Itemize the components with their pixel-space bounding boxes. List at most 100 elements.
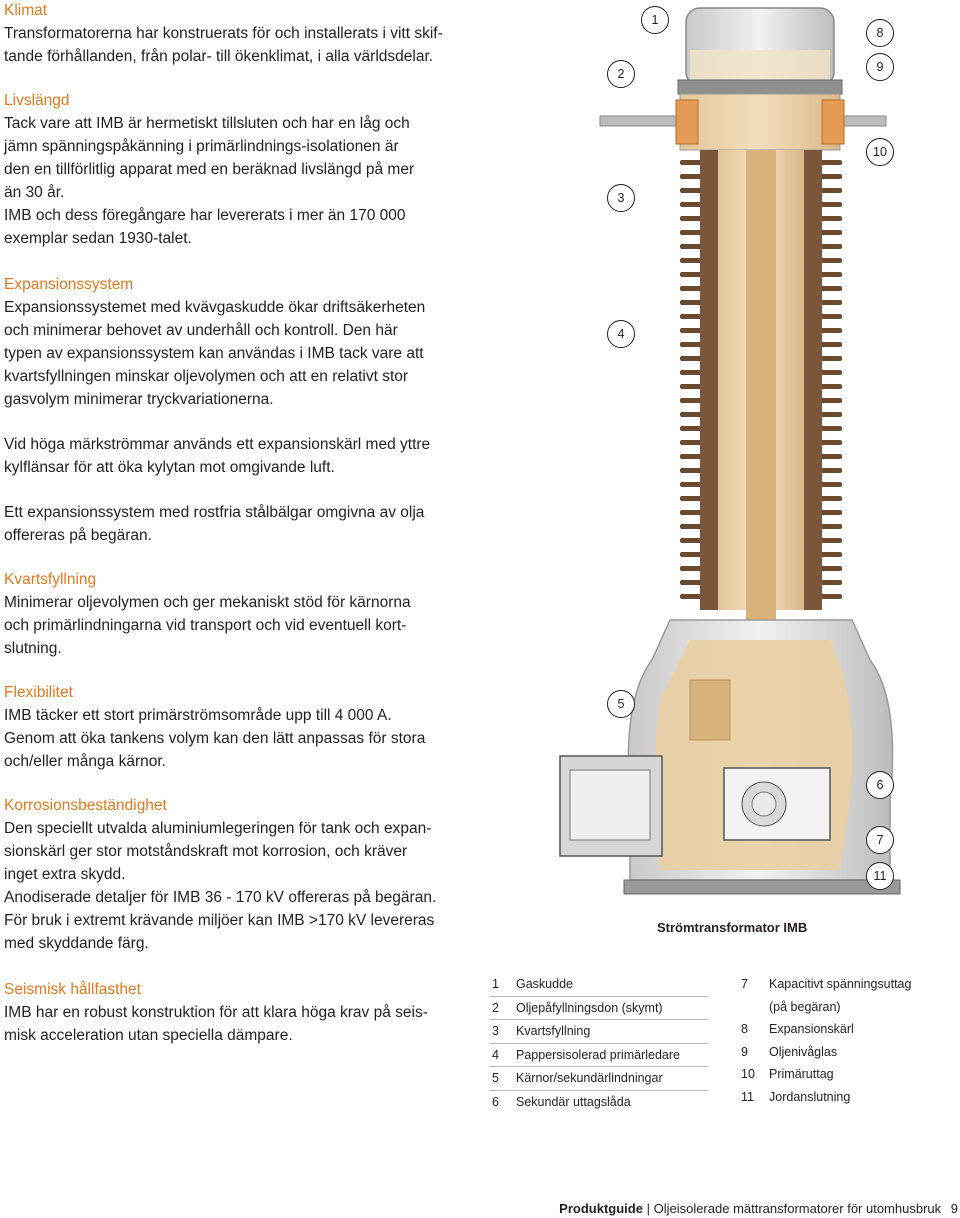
callout-9: 9 [866,53,894,81]
legend-num: 8 [741,1022,748,1037]
callout-3: 3 [607,184,635,212]
section-title: Klimat [4,2,48,19]
section-expansion-cooling: Vid höga märkströmmar används ett expans… [4,433,478,479]
callout-8: 8 [866,19,894,47]
legend-row: 3 Kvartsfyllning [490,1020,708,1044]
legend-label: (på begäran) [769,999,841,1014]
text-column: Klimat Transformatorerna har konstruerat… [4,0,478,1047]
paragraph-line: IMB har en robust konstruktion för att k… [4,1004,428,1021]
legend-row: 5 Kärnor/sekundärlindningar [490,1067,708,1091]
paragraph-line: den en tillförlitlig apparat med en berä… [4,161,415,178]
footer-product-guide: Produktguide [559,1201,643,1216]
section-title: Livslängd [4,92,70,109]
paragraph-line: och minimerar behovet av underhåll och k… [4,322,398,339]
section-expansionssystem: Expansionssystem Expansionssystemet med … [4,274,478,411]
legend-label: Oljenivåglas [769,1044,838,1059]
callout-6: 6 [866,771,894,799]
legend-row: 6 Sekundär uttagslåda [490,1091,708,1114]
legend-row: 7 Kapacitivt spänningsuttag [741,973,959,996]
paragraph-line: gasvolym minimerar tryckvariationerna. [4,391,274,408]
callout-2: 2 [607,60,635,88]
paragraph-line: Minimerar oljevolymen och ger mekaniskt … [4,594,411,611]
paragraph-line: För bruk i extremt krävande miljöer kan … [4,912,435,929]
current-transformer-cutaway: 1 2 3 4 5 6 7 8 9 10 11 [540,0,960,960]
legend-label: Sekundär uttagslåda [516,1094,631,1109]
legend-label: Kärnor/sekundärlindningar [516,1071,663,1086]
page-number: 9 [950,1201,958,1216]
paragraph-line: Anodiserade detaljer för IMB 36 - 170 kV… [4,889,437,906]
section-klimat: Klimat Transformatorerna har konstruerat… [4,0,478,68]
legend-row: 1 Gaskudde [490,973,708,997]
paragraph-line: inget extra skydd. [4,866,126,883]
section-title: Korrosionsbeständighet [4,797,167,814]
paragraph-line: Genom att öka tankens volym kan den lätt… [4,730,426,747]
section-title: Flexibilitet [4,684,73,701]
paragraph-line: än 30 år. [4,184,65,201]
legend-row: 2 Oljepåfyllningsdon (skymt) [490,997,708,1020]
paragraph-line: exemplar sedan 1930-talet. [4,230,192,247]
legend-label: Oljepåfyllningsdon (skymt) [516,1000,663,1015]
legend-label: Primäruttag [769,1067,834,1082]
page-footer: Produktguide | Oljeisolerade mättransfor… [559,1201,958,1216]
legend-num: 9 [741,1044,748,1059]
paragraph-line: med skyddande färg. [4,935,149,952]
callout-10: 10 [866,138,894,166]
paragraph-line: IMB och dess föregångare har levererats … [4,207,406,224]
callout-1: 1 [641,6,669,34]
section-title: Expansionssystem [4,276,134,293]
legend-num: 5 [492,1071,499,1086]
paragraph-line: typen av expansionssystem kan användas i… [4,345,424,362]
legend-row: 4 Pappersisolerad primärledare [490,1044,708,1067]
legend-num: 6 [492,1094,499,1109]
legend-label: Kvartsfyllning [516,1024,591,1039]
paragraph-line: Den speciellt utvalda aluminiumlegeringe… [4,820,432,837]
callout-11: 11 [866,862,894,890]
figure-caption: Strömtransformator IMB [657,920,808,935]
section-livslangd: Livslängd Tack vare att IMB är hermetisk… [4,90,478,250]
legend-num: 3 [492,1024,499,1039]
transformer-illustration [559,7,901,895]
legend-num: 7 [741,977,748,992]
section-korrosion: Korrosionsbeständighet Den speciellt utv… [4,795,478,955]
paragraph-line: och/eller många kärnor. [4,753,166,770]
legend-num: 1 [492,977,499,992]
footer-separator: | [646,1201,650,1216]
section-title: Kvartsfyllning [4,571,97,588]
paragraph-line: misk acceleration utan speciella dämpare… [4,1027,293,1044]
legend-row: 11 Jordanslutning [741,1086,959,1109]
legend-num: 2 [492,1000,499,1015]
legend-label: Gaskudde [516,977,573,992]
legend-row: 10 Primäruttag [741,1063,959,1086]
legend-label: Pappersisolerad primärledare [516,1047,680,1062]
paragraph-line: och primärlindningarna vid transport och… [4,617,407,634]
paragraph-line: Vid höga märkströmmar används ett expans… [4,436,431,453]
paragraph-line: Transformatorerna har konstruerats för o… [4,25,443,42]
section-seismisk: Seismisk hållfasthet IMB har en robust k… [4,979,478,1047]
footer-title: Oljeisolerade mättransformatorer för uto… [653,1201,942,1216]
paragraph-line: Ett expansionssystem med rostfria stålbä… [4,504,425,521]
legend-label: Expansionskärl [769,1022,854,1037]
callout-7: 7 [866,826,894,854]
paragraph-line: slutning. [4,640,62,657]
paragraph-line: IMB täcker ett stort primärströmsområde … [4,707,392,724]
section-flexibilitet: Flexibilitet IMB täcker ett stort primär… [4,682,478,773]
legend-label: Kapacitivt spänningsuttag [769,977,912,992]
section-kvartsfyllning: Kvartsfyllning Minimerar oljevolymen och… [4,569,478,660]
legend-num: 4 [492,1047,499,1062]
paragraph-line: kylflänsar för att öka kylytan mot omgiv… [4,459,335,476]
paragraph-line: tande förhållanden, från polar- till öke… [4,48,434,65]
legend-num: 10 [741,1067,755,1082]
legend-label: Jordanslutning [769,1089,851,1104]
legend-row: 9 Oljenivåglas [741,1041,959,1064]
paragraph-line: offereras på begäran. [4,527,152,544]
callout-4: 4 [607,320,635,348]
legend-num: 11 [741,1089,754,1104]
section-title: Seismisk hållfasthet [4,981,141,998]
legend-row: (på begäran) [741,996,959,1019]
paragraph-line: kvartsfyllningen minskar oljevolymen och… [4,368,409,385]
callout-5: 5 [607,690,635,718]
paragraph-line: Tack vare att IMB är hermetiskt tillslut… [4,115,410,132]
section-expansion-bellows: Ett expansionssystem med rostfria stålbä… [4,501,478,547]
paragraph-line: sionskärl ger stor motståndskraft mot ko… [4,843,408,860]
